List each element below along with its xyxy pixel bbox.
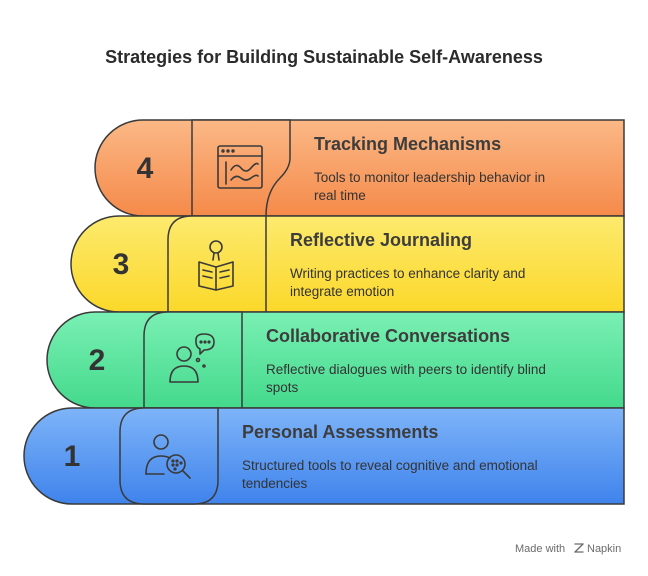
step-2-number: 2 [89, 344, 106, 377]
step-2-description-line-2: spots [266, 380, 299, 395]
step-1: 1 Personal Assessments Structured tools … [23, 407, 625, 505]
person-reading-book-icon [198, 240, 234, 291]
napkin-footer: Made with Napkin [515, 543, 621, 555]
step-3-icon-tab [167, 215, 267, 313]
step-1-number: 1 [64, 440, 81, 473]
step-2-description-line-1: Reflective dialogues with peers to ident… [266, 362, 546, 377]
step-3-title: Reflective Journaling [290, 230, 472, 250]
step-4-title: Tracking Mechanisms [314, 134, 501, 154]
made-with-label: Made with [515, 543, 565, 555]
step-4: 4 Tracking Mechanisms Tools to monitor l… [94, 119, 625, 217]
step-4-number: 4 [137, 152, 154, 185]
step-3-description-line-1: Writing practices to enhance clarity and [290, 266, 525, 281]
step-3-description-line-2: integrate emotion [290, 284, 394, 299]
person-speech-bubble-icon [169, 333, 215, 383]
step-1-description-line-2: tendencies [242, 476, 308, 491]
step-2-icon-tab [143, 311, 243, 409]
page-title: Strategies for Building Sustainable Self… [105, 47, 543, 67]
step-2-title: Collaborative Conversations [266, 326, 510, 346]
step-3: 3 Reflective Journaling Writing practice… [70, 215, 625, 313]
step-2: 2 Collaborative Conversations Reflective… [46, 311, 625, 409]
napkin-brand-label: Napkin [587, 543, 621, 555]
step-1-icon-tab [119, 407, 219, 505]
step-1-description-line-1: Structured tools to reveal cognitive and… [242, 458, 538, 473]
step-3-number: 3 [113, 248, 130, 281]
napkin-logo-icon [574, 543, 584, 553]
person-magnifier-icon [145, 434, 191, 479]
dashboard-chart-icon [217, 145, 263, 189]
step-1-title: Personal Assessments [242, 422, 438, 442]
step-4-description-line-2: real time [314, 188, 366, 203]
step-4-description-line-1: Tools to monitor leadership behavior in [314, 170, 545, 185]
